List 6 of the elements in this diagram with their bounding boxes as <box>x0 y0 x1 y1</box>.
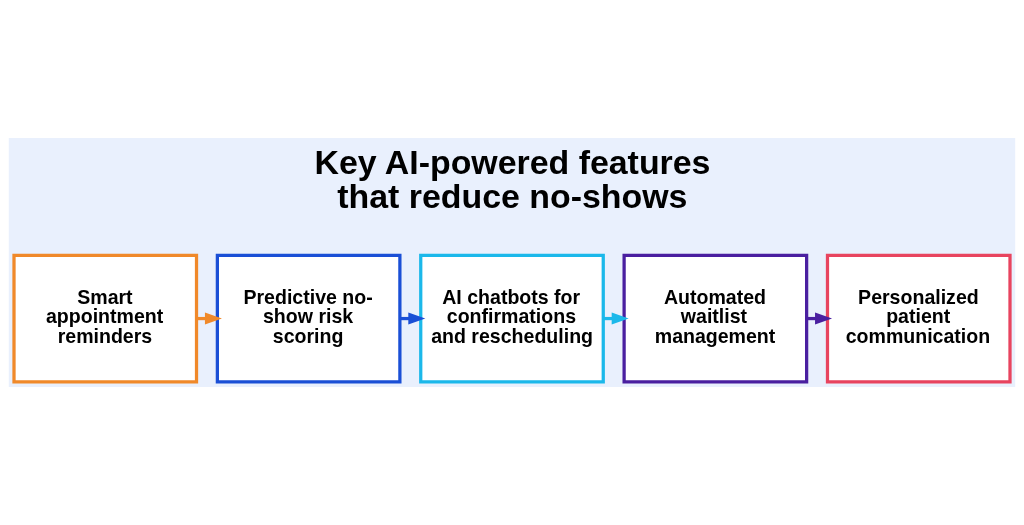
diagram-title: Key AI-powered features that reduce no-shows <box>314 143 711 216</box>
node-box: Automated waitlist management <box>622 253 809 384</box>
node-box: AI chatbots for confirmations and rescheduling <box>419 253 605 384</box>
node-box: Personalized patient communication <box>825 253 1012 384</box>
node-box: Predictive no-show risk scoring <box>215 253 402 384</box>
node-box: Smart appointment reminders <box>12 253 199 384</box>
